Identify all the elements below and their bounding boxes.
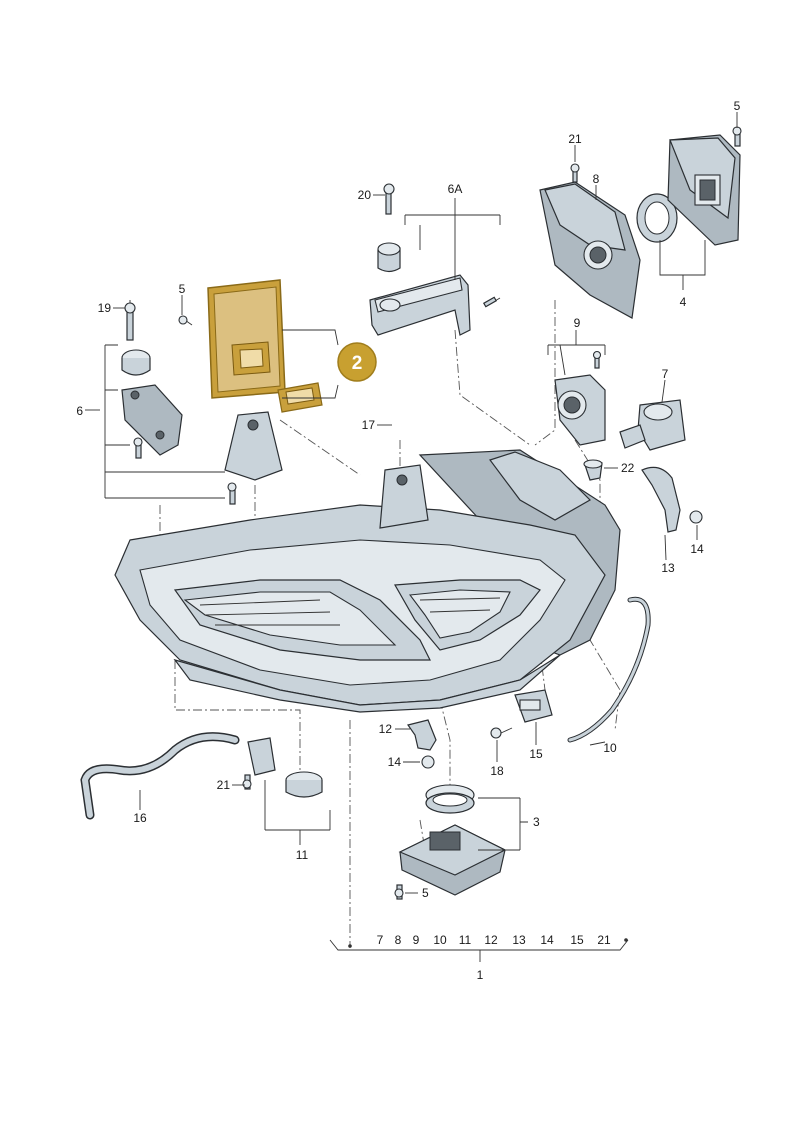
label-6: 6 [76, 404, 83, 418]
bottom-list-item: 10 [433, 933, 447, 947]
label-5-left: 5 [179, 282, 186, 296]
hose-16 [80, 732, 240, 820]
label-7: 7 [662, 367, 669, 381]
elbow-12-and-cap-14 [407, 719, 437, 769]
label-16: 16 [133, 811, 147, 825]
bracket-6a [369, 183, 501, 336]
label-22: 22 [621, 461, 635, 475]
ballast-cover-8-and-4 [539, 126, 742, 319]
label-21-top: 21 [568, 132, 582, 146]
label-14-bottom: 14 [388, 755, 402, 769]
label-13: 13 [661, 561, 675, 575]
label-19: 19 [98, 301, 112, 315]
clip-15 [514, 689, 553, 723]
callout-badge[interactable]: 2 [337, 342, 377, 382]
headlight-housing [114, 449, 621, 713]
label-5-bottom: 5 [422, 886, 429, 900]
label-10: 10 [603, 741, 617, 755]
bottom-list-item: 8 [395, 933, 402, 947]
bottom-list-item: 15 [570, 933, 584, 947]
screw-18 [490, 727, 513, 739]
label-4: 4 [680, 295, 687, 309]
bottom-list-item: 13 [512, 933, 526, 947]
actuator-7 [619, 399, 686, 451]
mount-bracket-set-6 [104, 300, 283, 505]
label-12: 12 [379, 722, 393, 736]
bottom-list-item: 7 [377, 933, 384, 947]
vent-cap-22 [583, 459, 603, 481]
label-leaders [85, 112, 738, 894]
label-18: 18 [490, 764, 504, 778]
ballast-unit-3 [394, 784, 528, 900]
bottom-list-item: 21 [597, 933, 611, 947]
bottom-bracket [329, 938, 629, 962]
bottom-list-item: 12 [484, 933, 498, 947]
part-labels: 1 3 4 5 5 5 6 6A 7 8 9 10 11 12 13 14 14… [76, 99, 740, 982]
label-21-left: 21 [217, 778, 231, 792]
label-20: 20 [358, 188, 372, 202]
label-8: 8 [593, 172, 600, 186]
label-17: 17 [362, 418, 376, 432]
control-module-part-2 [207, 279, 323, 413]
bottom-list-item: 14 [540, 933, 554, 947]
bottom-list-item: 9 [413, 933, 420, 947]
label-9: 9 [574, 316, 581, 330]
label-1: 1 [477, 968, 484, 982]
label-5-top: 5 [734, 99, 741, 113]
label-6a: 6A [448, 182, 463, 196]
bottom-list-item: 11 [459, 933, 472, 947]
label-14-right: 14 [690, 542, 704, 556]
label-15: 15 [529, 747, 543, 761]
label-11: 11 [296, 848, 309, 862]
label-3: 3 [533, 815, 540, 829]
callout-number: 2 [352, 353, 363, 374]
leveling-motor-9 [547, 344, 606, 446]
hose-13 [641, 466, 703, 533]
holder-11 [242, 737, 331, 845]
